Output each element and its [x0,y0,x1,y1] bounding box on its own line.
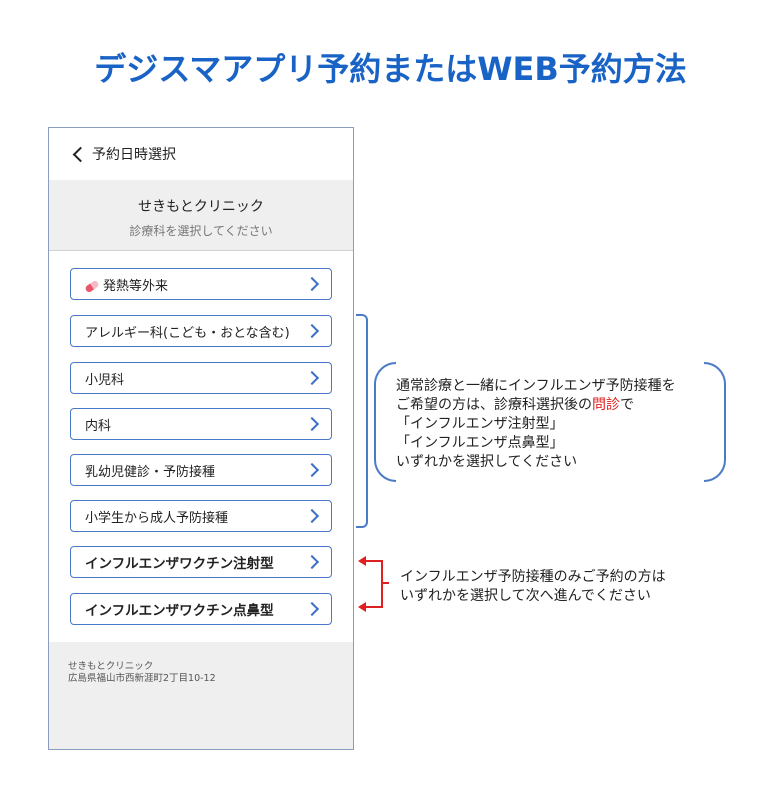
right-paren-shape [704,362,726,482]
note-line: いずれかを選択してください [396,454,578,470]
dept-button-allergy[interactable]: アレルギー科(こども・おとな含む) [70,315,332,347]
note-callout: 通常診療と一緒にインフルエンザ予防接種を ご希望の方は、診療科選択後の問診で 「… [374,362,726,482]
blue-bracket [356,314,368,528]
top-bar[interactable]: 予約日時選択 [49,128,353,180]
red-bracket-tip [383,582,389,584]
red-bracket [373,560,383,608]
phone-screen: 予約日時選択 せきもとクリニック 診療科を選択してください 発熱等外来 アレルギ… [48,127,354,750]
dept-button-fever[interactable]: 発熱等外来 [70,268,332,300]
dept-label: 乳幼児健診・予防接種 [85,464,216,480]
note-line: いずれかを選択して次へ進んでください [400,588,651,604]
chevron-right-icon [304,370,320,386]
red-arrow-icon [358,602,366,612]
note-segment: で [620,397,634,413]
note-text: 通常診療と一緒にインフルエンザ予防接種を ご希望の方は、診療科選択後の問診で 「… [396,377,676,472]
left-paren-shape [374,362,396,482]
note-line: 「インフルエンザ注射型」 [396,416,564,432]
dept-button-flu-nasal[interactable]: インフルエンザワクチン点鼻型 [70,593,332,625]
chevron-right-icon [304,554,320,570]
chevron-right-icon [304,601,320,617]
clinic-header: せきもとクリニック 診療科を選択してください [49,180,353,251]
dept-label: 小児科 [85,372,125,388]
chevron-right-icon [304,276,320,292]
clinic-subtitle: 診療科を選択してください [129,224,273,238]
dept-label: インフルエンザワクチン点鼻型 [85,603,274,619]
pill-icon [84,279,100,293]
chevron-right-icon [304,323,320,339]
chevron-right-icon [304,416,320,432]
footer-clinic-name: せきもとクリニック [68,661,154,672]
dept-label: インフルエンザワクチン注射型 [85,556,274,572]
note-line: インフルエンザ予防接種のみご予約の方は [400,569,666,585]
note-highlight: 問診 [592,397,620,413]
red-arrow-icon [358,556,366,566]
page-title: デジスマアプリ予約またはWEB予約方法 [94,50,687,88]
note-line: 通常診療と一緒にインフルエンザ予防接種を [396,378,676,394]
back-label[interactable]: 予約日時選択 [92,147,176,163]
footer: せきもとクリニック 広島県福山市西新涯町2丁目10-12 [49,642,353,749]
dept-label: 小学生から成人予防接種 [85,510,229,526]
dept-button-internal[interactable]: 内科 [70,408,332,440]
dept-label: アレルギー科(こども・おとな含む) [85,325,290,341]
dept-button-pediatrics[interactable]: 小児科 [70,362,332,394]
chevron-right-icon [304,462,320,478]
dept-button-vaccination[interactable]: 小学生から成人予防接種 [70,500,332,532]
chevron-right-icon [304,508,320,524]
red-arrow-line [366,560,375,562]
red-arrow-line [366,606,375,608]
flu-only-note: インフルエンザ予防接種のみご予約の方は いずれかを選択して次へ進んでください [400,568,666,606]
footer-address: 広島県福山市西新涯町2丁目10-12 [68,673,216,684]
dept-button-flu-injection[interactable]: インフルエンザワクチン注射型 [70,546,332,578]
note-line: ご希望の方は、診療科選択後の問診で [396,396,676,415]
dept-button-infant-checkup[interactable]: 乳幼児健診・予防接種 [70,454,332,486]
dept-label: 発熱等外来 [103,278,169,294]
clinic-name: せきもとクリニック [138,199,264,215]
note-segment: ご希望の方は、診療科選択後の [396,397,592,413]
dept-label: 内科 [85,418,112,434]
back-chevron-icon[interactable] [72,146,89,162]
note-line: 「インフルエンザ点鼻型」 [396,435,564,451]
